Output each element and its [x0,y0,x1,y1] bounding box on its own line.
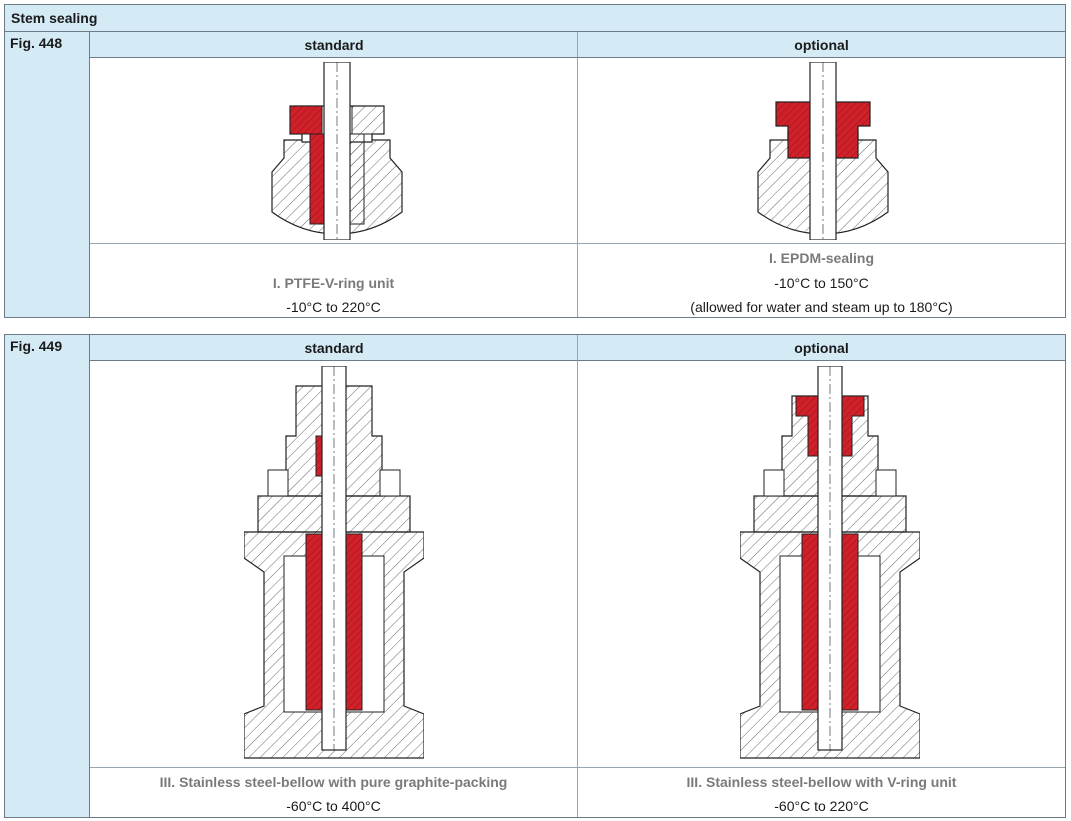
fig449-standard-drawing [244,366,424,764]
fig449-optional-header: optional [794,340,849,356]
fig449-label: Fig. 449 [10,338,63,354]
section-title: Stem sealing [11,10,98,26]
fig448-optional-note: (allowed for water and steam up to 180°C… [690,299,953,315]
fig448-standard-range: -10°C to 220°C [286,299,381,315]
fig448-optional-drawing [748,62,898,240]
fig449-mid-divider [577,361,578,817]
fig448-block [4,31,1066,318]
fig448-label-cell: Fig. 448 [5,32,90,317]
fig449-col-header-standard: standard [90,335,578,361]
fig448-col-header-standard: standard [90,32,578,58]
fig448-mid-divider [577,58,578,317]
fig448-standard-drawing [262,62,412,240]
fig449-block [4,334,1066,818]
fig448-standard-name: I. PTFE-V-ring unit [272,275,395,291]
fig449-standard-name: III. Stainless steel-bellow with pure gr… [159,774,508,790]
valve-bonnet-drawing-icon [271,62,403,240]
fig449-col-header-optional: optional [578,335,1065,361]
fig449-optional-range: -60°C to 220°C [774,798,869,814]
fig449-optional-name: III. Stainless steel-bellow with V-ring … [686,774,957,790]
fig448-label: Fig. 448 [10,35,63,51]
fig449-standard-range: -60°C to 400°C [286,798,381,814]
valve-bonnet-drawing-icon [757,62,889,240]
fig449-standard-header: standard [304,340,364,356]
fig448-row-divider [90,243,1065,244]
fig449-optional-drawing [740,366,920,764]
fig448-optional-name: I. EPDM-sealing [768,250,875,266]
section-title-bar: Stem sealing [4,4,1066,32]
fig448-optional-range: -10°C to 150°C [774,275,869,291]
fig448-standard-header: standard [304,37,364,53]
fig448-optional-header: optional [794,37,849,53]
fig449-label-cell: Fig. 449 [5,335,90,817]
bellow-bonnet-drawing-icon [244,366,424,759]
bellow-bonnet-drawing-icon [740,366,920,759]
fig448-col-header-optional: optional [578,32,1065,58]
fig449-row-divider [90,767,1065,768]
